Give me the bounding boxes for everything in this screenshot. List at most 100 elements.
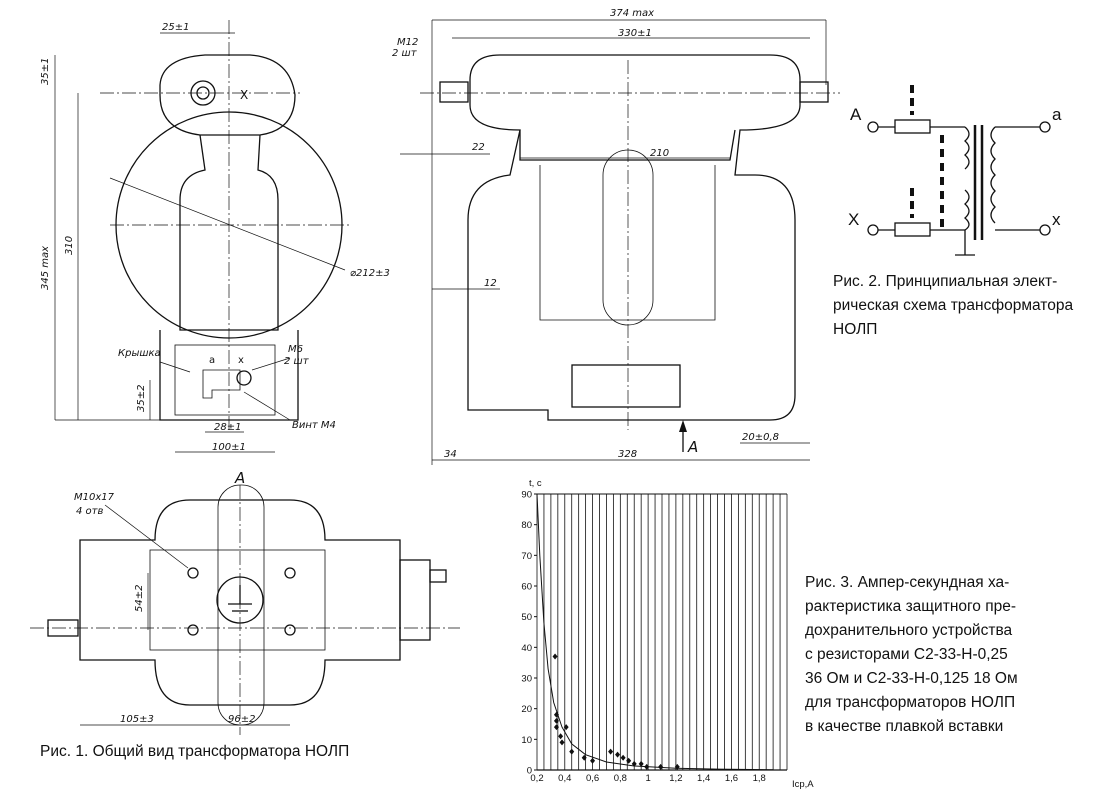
data-point xyxy=(563,724,569,731)
screw-m6-count: 2 шт xyxy=(284,356,310,367)
x-tick-label: 1,6 xyxy=(725,773,738,784)
arrow-A-head xyxy=(679,420,687,432)
top-terminal-X: X xyxy=(240,88,248,102)
primary-coil-2 xyxy=(964,189,970,231)
dim-height: 310 xyxy=(64,236,75,255)
side-plate xyxy=(571,364,681,408)
y-tick-label: 30 xyxy=(521,674,532,685)
x-tick-label: 1 xyxy=(645,773,650,784)
hole-2 xyxy=(284,567,296,579)
dim-34-label: 34 xyxy=(444,449,457,460)
data-point xyxy=(590,757,596,764)
data-point xyxy=(615,751,621,758)
leader-holes xyxy=(104,504,189,569)
dim-210-label: 210 xyxy=(650,148,669,159)
bolt-label: М12 xyxy=(397,37,418,48)
bottom-terminals xyxy=(399,559,431,641)
fig2-caption-1: Рис. 2. Принципиальная элект- xyxy=(833,273,1057,290)
side-body xyxy=(467,54,801,421)
x-tick-label: 1,2 xyxy=(669,773,682,784)
screw-m6 xyxy=(236,370,252,386)
data-point xyxy=(631,760,637,767)
terminal-x-icon xyxy=(1039,224,1051,236)
data-point xyxy=(559,739,565,746)
dim-height-max: 345 max xyxy=(40,246,51,290)
hole-4 xyxy=(284,624,296,636)
terminal-A-icon xyxy=(867,121,879,133)
fig3-caption-7: в качестве плавкой вставки xyxy=(805,718,1003,735)
terminal-X-icon xyxy=(867,224,879,236)
data-point xyxy=(581,754,587,761)
cover-label: Крышка xyxy=(118,348,161,359)
dim-terminal-spacing: 28±1 xyxy=(214,422,241,433)
data-point xyxy=(620,754,626,761)
fig3-caption-1: Рис. 3. Ампер-секундная ха- xyxy=(805,574,1009,591)
side-upper xyxy=(519,129,736,161)
view-arrow-A: A xyxy=(687,438,698,456)
y-axis-label: t, c xyxy=(529,478,542,489)
fig2-caption-3: НОЛП xyxy=(833,321,877,338)
y-tick-label: 60 xyxy=(521,582,532,593)
bottom-nut-right xyxy=(429,569,447,583)
y-tick-label: 20 xyxy=(521,704,532,715)
data-point xyxy=(553,711,559,718)
dim-328-label: 328 xyxy=(618,449,637,460)
y-tick-label: 70 xyxy=(521,551,532,562)
dim-length-max: 374 max xyxy=(610,8,654,19)
y-tick-label: 40 xyxy=(521,643,532,654)
dim-22-label: 22 xyxy=(472,142,485,153)
primary-coil-1 xyxy=(964,126,970,170)
data-point xyxy=(674,763,680,770)
x-axis-label: Iср,А xyxy=(792,779,814,790)
fig2-schematic: A X a x xyxy=(848,85,1062,256)
dim-base-width: 100±1 xyxy=(212,442,246,453)
screw-m4-label: Винт М4 xyxy=(292,420,336,431)
cover xyxy=(202,369,241,399)
fig3-caption-2: рактеристика защитного пре- xyxy=(805,598,1016,615)
terminal-x-label: x xyxy=(238,355,244,366)
y-tick-label: 10 xyxy=(521,735,532,746)
dim-20-label: 20±0,8 xyxy=(742,432,779,443)
fig3-caption-3: дохранительного устройства xyxy=(805,622,1013,639)
x-tick-label: 0,2 xyxy=(530,773,543,784)
bottom-view: A М10х17 4 отв 54±2 105±3 96±2 xyxy=(30,469,460,735)
leader-m6 xyxy=(251,357,291,371)
x-tick-label: 1,8 xyxy=(753,773,766,784)
fig2-caption-2: рическая схема трансформатора xyxy=(833,297,1073,314)
data-point xyxy=(552,653,558,660)
fig3-caption-5: 36 Ом и С2-33-Н-0,125 18 Ом xyxy=(805,670,1018,687)
fuse-X xyxy=(894,222,931,237)
y-tick-label: 0 xyxy=(527,766,532,777)
terminal-a: a xyxy=(1052,105,1062,124)
dim-lower-offset: 35±2 xyxy=(136,385,147,412)
fig1-caption: Рис. 1. Общий вид трансформатора НОЛП xyxy=(40,743,349,760)
dim-96-label: 96±2 xyxy=(228,714,255,725)
side-bolt-right xyxy=(799,81,829,103)
fig3-caption-4: с резисторами С2-33-Н-0,25 xyxy=(805,646,1008,663)
side-bolt-left xyxy=(439,81,469,103)
dim-diameter-label: ⌀212±3 xyxy=(350,268,390,279)
dim-54-label: 54±2 xyxy=(134,585,145,612)
terminal-A: A xyxy=(850,105,862,124)
leader-cover xyxy=(159,361,191,373)
dim-12-label: 12 xyxy=(484,278,497,289)
hole-3 xyxy=(187,624,199,636)
data-point xyxy=(658,763,664,770)
fig3-caption-6: для трансформаторов НОЛП xyxy=(805,694,1015,711)
terminal-box xyxy=(174,344,276,416)
bottom-body xyxy=(79,499,401,706)
hole-1 xyxy=(187,567,199,579)
y-tick-label: 90 xyxy=(521,490,532,501)
data-point xyxy=(553,724,559,731)
data-point xyxy=(644,763,650,770)
x-tick-label: 0,8 xyxy=(614,773,627,784)
data-point xyxy=(558,733,564,740)
holes-count: 4 отв xyxy=(76,506,103,517)
data-point xyxy=(569,748,575,755)
terminal-x: x xyxy=(1052,210,1061,229)
dim-length: 330±1 xyxy=(618,28,652,39)
dim-105-label: 105±3 xyxy=(120,714,154,725)
data-point xyxy=(608,748,614,755)
